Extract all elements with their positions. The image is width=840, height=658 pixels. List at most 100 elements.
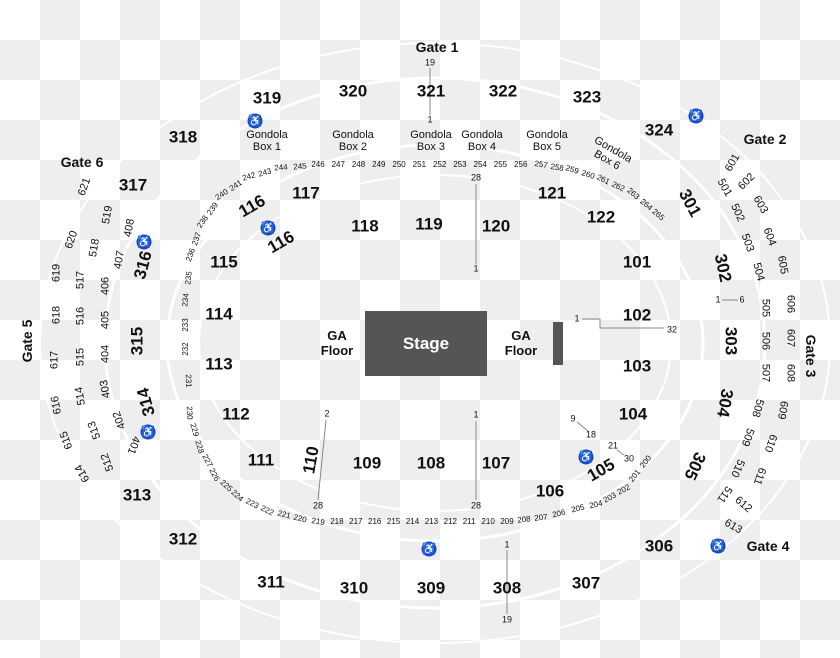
- section-253[interactable]: 253: [453, 160, 467, 169]
- section-323[interactable]: 323: [572, 87, 602, 107]
- section-108[interactable]: 108: [416, 453, 446, 473]
- section-321[interactable]: 321: [416, 81, 446, 101]
- section-209[interactable]: 209: [500, 517, 514, 526]
- section-215[interactable]: 215: [386, 517, 401, 526]
- section-118[interactable]: 118: [351, 216, 379, 236]
- section-255[interactable]: 255: [493, 160, 508, 169]
- section-113[interactable]: 113: [205, 354, 233, 374]
- section-244[interactable]: 244: [273, 162, 288, 173]
- section-248[interactable]: 248: [351, 160, 366, 169]
- section-322[interactable]: 322: [488, 81, 518, 101]
- section-516[interactable]: 516: [74, 306, 87, 326]
- section-217[interactable]: 217: [349, 517, 363, 526]
- section-249[interactable]: 249: [372, 160, 386, 169]
- section-211[interactable]: 211: [462, 517, 476, 526]
- section-114[interactable]: 114: [205, 304, 233, 324]
- section-218[interactable]: 218: [330, 517, 344, 526]
- section-310[interactable]: 310: [339, 578, 369, 598]
- section-606[interactable]: 606: [784, 294, 797, 314]
- section-245[interactable]: 245: [292, 160, 307, 172]
- section-232[interactable]: 232: [181, 342, 190, 356]
- section-618[interactable]: 618: [50, 305, 63, 325]
- section-214[interactable]: 214: [405, 517, 420, 526]
- section-607[interactable]: 607: [784, 328, 797, 348]
- section-251[interactable]: 251: [412, 160, 427, 169]
- section-234[interactable]: 234: [180, 292, 191, 308]
- section-111[interactable]: 111: [247, 450, 275, 470]
- section-213[interactable]: 213: [424, 517, 439, 526]
- section-405[interactable]: 405: [99, 310, 112, 330]
- wheelchair-icon: ♿: [260, 220, 276, 236]
- section-207[interactable]: 207: [533, 512, 549, 523]
- section-107[interactable]: 107: [481, 453, 511, 473]
- section-115[interactable]: 115: [210, 252, 238, 272]
- section-252[interactable]: 252: [432, 160, 447, 169]
- section-121[interactable]: 121: [537, 183, 567, 203]
- row-marker: 6: [739, 294, 745, 305]
- section-233[interactable]: 233: [181, 317, 190, 332]
- section-317[interactable]: 317: [118, 175, 148, 195]
- section-505[interactable]: 505: [759, 298, 772, 318]
- wheelchair-icon: ♿: [710, 538, 726, 554]
- section-619[interactable]: 619: [50, 263, 63, 283]
- section-103[interactable]: 103: [622, 356, 652, 376]
- section-404[interactable]: 404: [99, 344, 112, 364]
- section-318[interactable]: 318: [168, 127, 198, 147]
- section-406[interactable]: 406: [99, 276, 112, 296]
- section-110[interactable]: 110: [299, 444, 323, 476]
- section-120[interactable]: 120: [481, 216, 511, 236]
- section-119[interactable]: 119: [415, 214, 443, 234]
- section-315[interactable]: 315: [127, 326, 147, 356]
- section-230[interactable]: 230: [184, 406, 195, 420]
- section-101[interactable]: 101: [622, 252, 652, 272]
- section-235[interactable]: 235: [182, 270, 194, 285]
- section-306[interactable]: 306: [644, 536, 674, 556]
- section-617[interactable]: 617: [48, 350, 61, 370]
- section-106[interactable]: 106: [535, 481, 565, 501]
- section-250[interactable]: 250: [392, 160, 406, 169]
- ga-floor-left[interactable]: GA Floor: [320, 328, 354, 358]
- section-256[interactable]: 256: [514, 160, 528, 169]
- gate-label: Gate 1: [415, 39, 459, 55]
- section-307[interactable]: 307: [571, 573, 601, 593]
- section-320[interactable]: 320: [338, 81, 368, 101]
- section-304[interactable]: 304: [713, 387, 737, 419]
- section-507[interactable]: 507: [759, 363, 772, 383]
- section-324[interactable]: 324: [644, 120, 674, 140]
- section-308[interactable]: 308: [492, 578, 522, 598]
- section-216[interactable]: 216: [368, 517, 382, 526]
- section-117[interactable]: 117: [292, 183, 320, 203]
- section-247[interactable]: 247: [331, 160, 345, 169]
- section-312[interactable]: 312: [168, 529, 198, 549]
- section-605[interactable]: 605: [774, 254, 790, 275]
- section-122[interactable]: 122: [586, 207, 616, 227]
- wheelchair-icon: ♿: [421, 541, 437, 557]
- section-210[interactable]: 210: [481, 517, 495, 526]
- ga-floor-right[interactable]: GA Floor: [504, 328, 538, 358]
- section-246[interactable]: 246: [311, 160, 325, 169]
- section-109[interactable]: 109: [352, 453, 382, 473]
- section-517[interactable]: 517: [74, 270, 87, 290]
- section-254[interactable]: 254: [473, 160, 487, 169]
- section-112[interactable]: 112: [222, 404, 250, 424]
- section-104[interactable]: 104: [618, 404, 648, 424]
- section-313[interactable]: 313: [122, 485, 152, 505]
- section-102[interactable]: 102: [622, 305, 652, 325]
- section-309[interactable]: 309: [416, 578, 446, 598]
- section-506[interactable]: 506: [759, 331, 772, 351]
- section-311[interactable]: 311: [257, 572, 285, 592]
- section-515[interactable]: 515: [74, 347, 87, 367]
- section-608[interactable]: 608: [784, 363, 797, 383]
- section-258[interactable]: 258: [549, 161, 564, 173]
- section-319[interactable]: 319: [252, 88, 282, 108]
- section-609[interactable]: 609: [774, 400, 790, 421]
- section-212[interactable]: 212: [443, 517, 457, 526]
- section-231[interactable]: 231: [183, 374, 193, 388]
- section-303[interactable]: 303: [721, 326, 741, 356]
- section-208[interactable]: 208: [516, 514, 532, 525]
